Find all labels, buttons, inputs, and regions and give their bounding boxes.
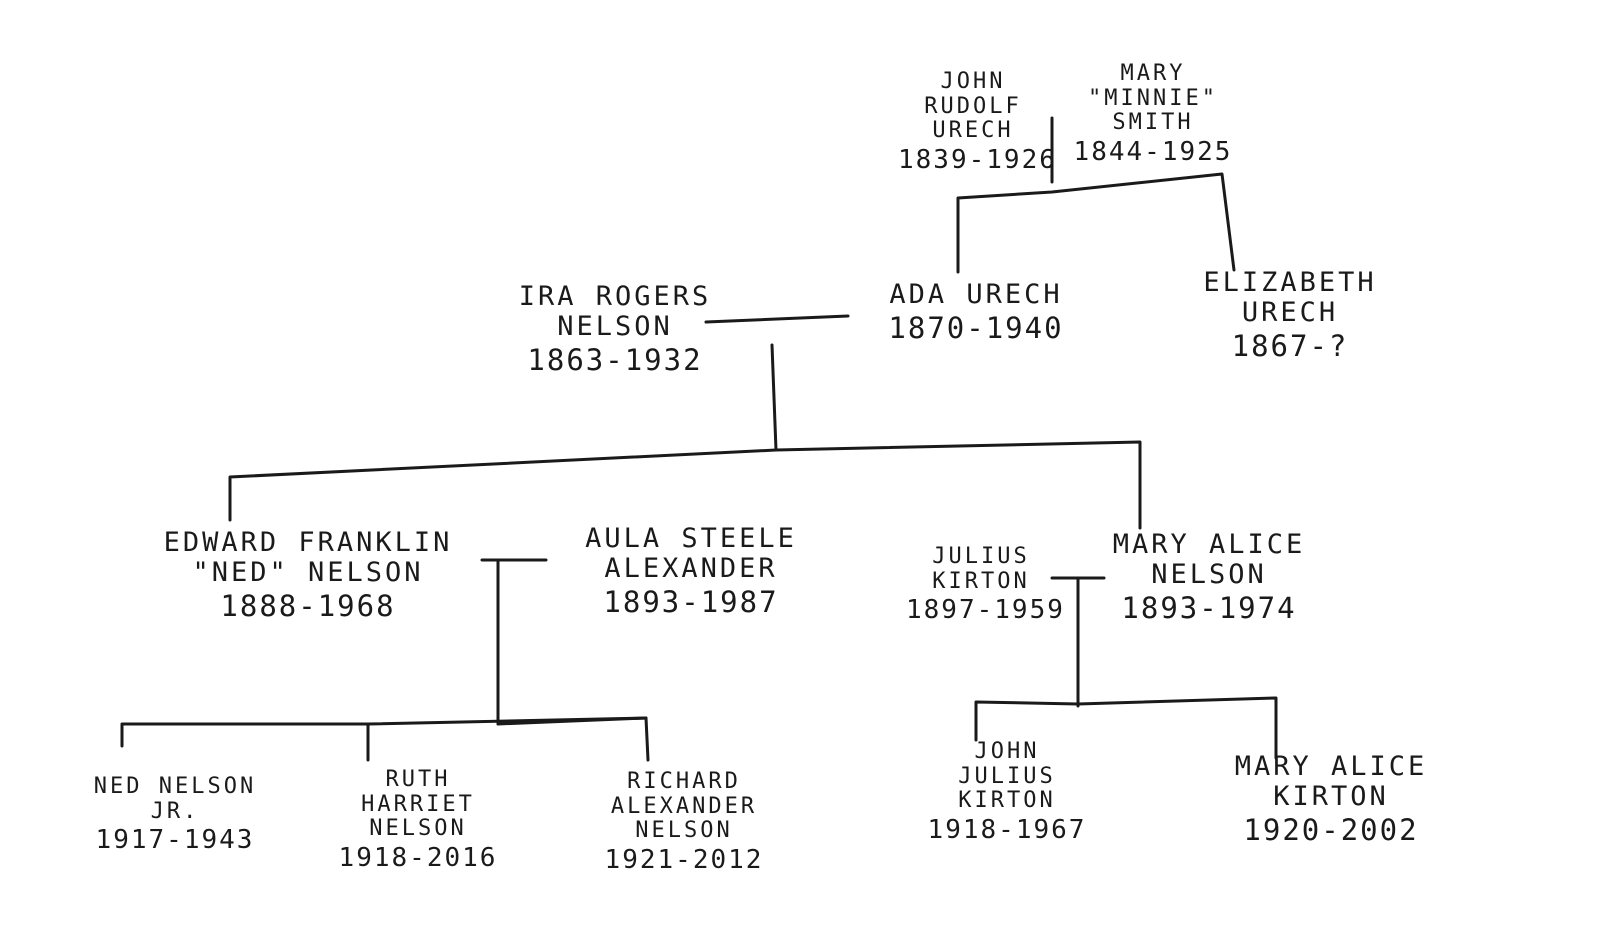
- name-line: ALEXANDER: [604, 553, 778, 585]
- richard-tick: [496, 716, 648, 726]
- life-dates: 1897-1959: [906, 595, 1065, 626]
- life-dates: 1917-1943: [95, 825, 255, 856]
- name-line: SMITH: [1112, 110, 1194, 136]
- name-line: HARRIET: [361, 791, 475, 817]
- name-line: NELSON: [369, 816, 467, 842]
- name-line: URECH: [1241, 297, 1339, 329]
- life-dates: 1893-1974: [1121, 591, 1297, 626]
- person-ruth-harriet-nelson: RUTH HARRIET NELSON 1918-2016: [318, 767, 518, 873]
- life-dates: 1921-2012: [604, 844, 764, 875]
- name-line: JR.: [150, 798, 200, 824]
- life-dates: 1918-1967: [927, 814, 1087, 845]
- life-dates: 1888-1968: [220, 589, 396, 624]
- children-bar-urech: [956, 172, 1236, 274]
- marriage-line-ira-ada: [704, 314, 850, 324]
- life-dates: 1839-1926: [898, 144, 1057, 175]
- name-line: KIRTON: [1273, 781, 1389, 813]
- name-line: JOHN: [974, 739, 1040, 764]
- name-line: JULIUS: [932, 544, 1030, 569]
- person-edward-franklin-nelson: EDWARD FRANKLIN "NED" NELSON 1888-1968: [118, 527, 498, 624]
- name-line: NELSON: [1151, 559, 1267, 591]
- name-line: URECH: [932, 118, 1014, 144]
- person-mary-alice-nelson: MARY ALICE NELSON 1893-1974: [1084, 529, 1334, 626]
- life-dates: 1870-1940: [888, 311, 1064, 346]
- person-elizabeth-urech: ELIZABETH URECH 1867-?: [1180, 267, 1400, 364]
- name-line: AULA STEELE: [585, 523, 797, 554]
- name-line: KIRTON: [958, 788, 1056, 814]
- person-mary-minnie-smith: MARY "MINNIE" SMITH 1844-1925: [1068, 61, 1238, 167]
- person-mary-alice-kirton: MARY ALICE KIRTON 1920-2002: [1216, 751, 1446, 848]
- life-dates: 1844-1925: [1073, 136, 1233, 167]
- name-line: RUTH: [385, 767, 451, 792]
- children-bar-nelson: [228, 440, 1142, 530]
- person-ada-urech: ADA URECH 1870-1940: [866, 279, 1086, 346]
- person-richard-alexander-nelson: RICHARD ALEXANDER NELSON 1921-2012: [574, 769, 794, 875]
- person-john-julius-kirton: JOHN JULIUS KIRTON 1918-1967: [912, 739, 1102, 845]
- children-bar-edward: [120, 716, 650, 762]
- life-dates: 1918-2016: [338, 842, 498, 873]
- name-line: NED NELSON: [93, 774, 257, 799]
- name-line: MARY ALICE: [1112, 529, 1306, 560]
- name-line: ADA URECH: [889, 279, 1063, 310]
- descent-line-ira-ada: [770, 343, 778, 452]
- children-bar-kirton: [974, 696, 1278, 760]
- name-line: EDWARD FRANKLIN: [163, 527, 453, 558]
- name-line: NELSON: [635, 818, 733, 844]
- name-line: IRA ROGERS: [518, 281, 712, 312]
- person-john-rudolf-urech: JOHN RUDOLF URECH 1839-1926: [898, 69, 1057, 175]
- person-ned-nelson-jr: NED NELSON JR. 1917-1943: [70, 774, 280, 856]
- name-line: ALEXANDER: [610, 793, 758, 819]
- name-line: JOHN: [940, 69, 1006, 94]
- name-line: MARY: [1120, 61, 1186, 86]
- name-line: JULIUS: [958, 763, 1056, 789]
- name-line: "MINNIE": [1088, 85, 1218, 111]
- name-line: NELSON: [557, 311, 673, 343]
- life-dates: 1893-1987: [603, 585, 779, 620]
- life-dates: 1920-2002: [1243, 813, 1419, 848]
- name-line: RICHARD: [627, 769, 741, 794]
- name-line: RUDOLF: [924, 93, 1022, 119]
- life-dates: 1863-1932: [527, 343, 703, 378]
- name-line: ELIZABETH: [1203, 267, 1377, 298]
- life-dates: 1867-?: [1231, 329, 1349, 364]
- name-line: MARY ALICE: [1234, 751, 1428, 782]
- name-line: KIRTON: [932, 568, 1030, 594]
- person-ira-rogers-nelson: IRA ROGERS NELSON 1863-1932: [500, 281, 730, 378]
- person-aula-steele-alexander: AULA STEELE ALEXANDER 1893-1987: [566, 523, 816, 620]
- name-line: "NED" NELSON: [192, 557, 424, 589]
- person-julius-kirton: JULIUS KIRTON 1897-1959: [906, 544, 1065, 626]
